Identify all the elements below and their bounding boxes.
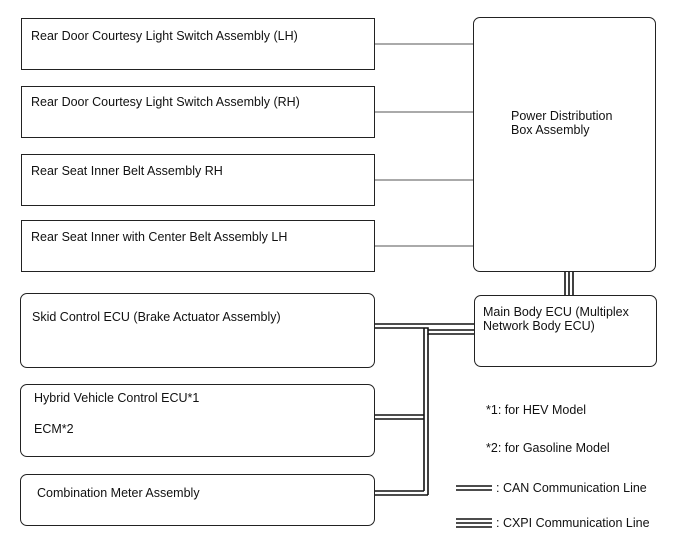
combination-meter-label: Combination Meter Assembly <box>37 486 200 500</box>
hybrid-vehicle-ecu-label: Hybrid Vehicle Control ECU*1 <box>34 391 200 405</box>
rear-door-lh-box: Rear Door Courtesy Light Switch Assembly… <box>21 18 375 70</box>
rear-seat-rh-label: Rear Seat Inner Belt Assembly RH <box>31 164 223 178</box>
hybrid-ecm-box: Hybrid Vehicle Control ECU*1 ECM*2 <box>20 384 375 457</box>
combination-meter-box: Combination Meter Assembly <box>20 474 375 526</box>
main-body-ecu-box: Main Body ECU (Multiplex Network Body EC… <box>474 295 657 367</box>
legend-cxpi-label: : CXPI Communication Line <box>496 516 650 530</box>
rear-seat-center-lh-box: Rear Seat Inner with Center Belt Assembl… <box>21 220 375 272</box>
rear-seat-rh-box: Rear Seat Inner Belt Assembly RH <box>21 154 375 206</box>
rear-door-rh-box: Rear Door Courtesy Light Switch Assembly… <box>21 86 375 138</box>
rear-door-rh-label: Rear Door Courtesy Light Switch Assembly… <box>31 95 300 109</box>
can-skid-bottom-to-trunk <box>375 327 474 335</box>
footnote-gasoline: *2: for Gasoline Model <box>486 441 610 455</box>
skid-control-ecu-label: Skid Control ECU (Brake Actuator Assembl… <box>32 310 281 324</box>
skid-control-ecu-box: Skid Control ECU (Brake Actuator Assembl… <box>20 293 375 368</box>
power-distribution-label-line2: Box Assembly <box>511 123 590 137</box>
main-body-ecu-label-line2: Network Body ECU) <box>483 319 595 333</box>
legend-can-label: : CAN Communication Line <box>496 481 647 495</box>
rear-door-lh-label: Rear Door Courtesy Light Switch Assembly… <box>31 29 298 43</box>
power-distribution-label-line1: Power Distribution <box>511 109 613 123</box>
main-body-ecu-label-line1: Main Body ECU (Multiplex <box>483 305 629 319</box>
rear-seat-center-lh-label: Rear Seat Inner with Center Belt Assembl… <box>31 230 288 244</box>
power-distribution-box: Power Distribution Box Assembly <box>473 17 656 272</box>
ecm-label: ECM*2 <box>34 422 74 436</box>
footnote-hev: *1: for HEV Model <box>486 403 587 417</box>
